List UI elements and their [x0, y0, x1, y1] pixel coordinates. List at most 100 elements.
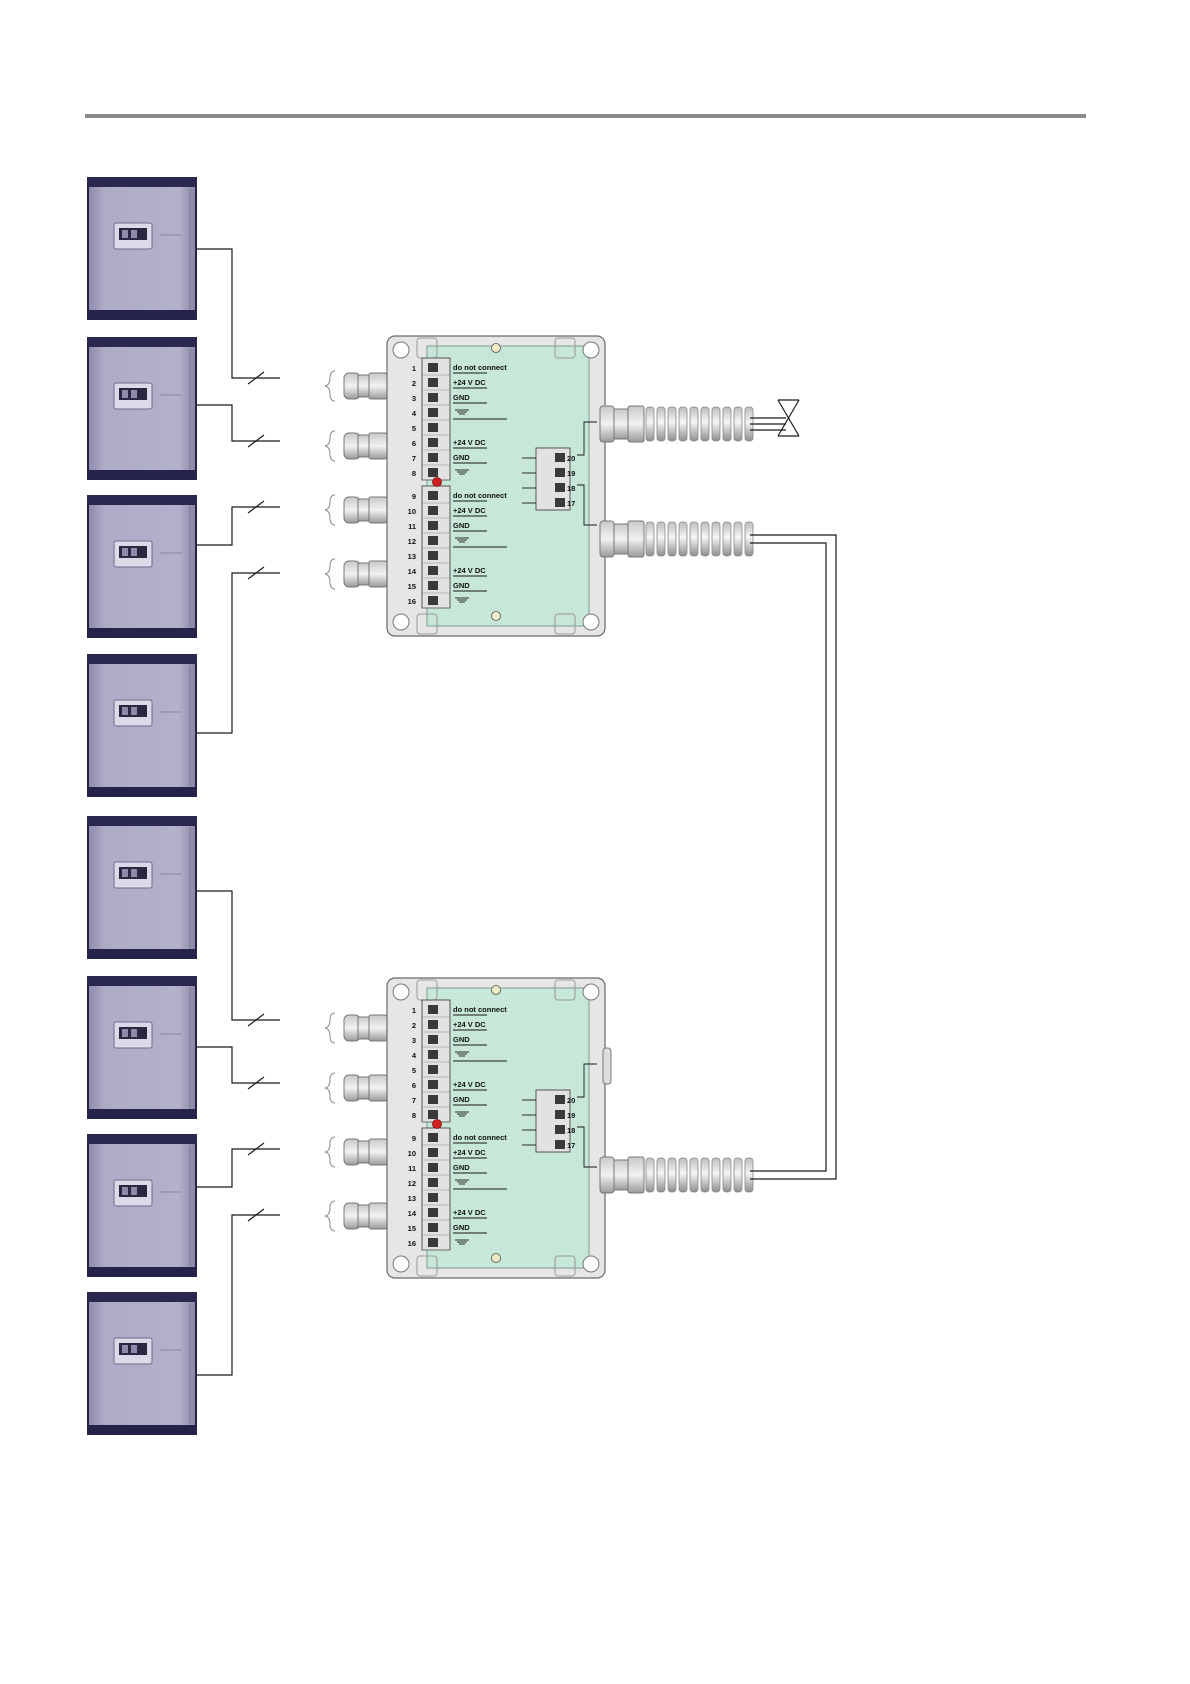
terminal-screw: [428, 1095, 438, 1104]
terminal-screw: [428, 1080, 438, 1089]
bus-terminal-number: 19: [567, 1111, 575, 1120]
screw-hole-icon: [583, 984, 599, 1000]
terminal-screw: [428, 581, 438, 590]
terminal-number: 12: [408, 1179, 416, 1188]
conduit-rib: [690, 1158, 698, 1192]
terminal-screw: [428, 1005, 438, 1014]
device-2: [87, 337, 197, 480]
terminal-screw: [428, 566, 438, 575]
conduit-rib: [745, 1158, 753, 1192]
conduit-rib: [679, 407, 687, 441]
terminal-label: +24 V DC: [453, 1208, 486, 1217]
terminal-screw: [428, 1178, 438, 1187]
device-display-segment: [122, 707, 128, 715]
cable-gland-icon: [325, 431, 387, 461]
gland-hex: [369, 497, 387, 523]
terminal-label: GND: [453, 581, 470, 590]
conduit-rib: [679, 1158, 687, 1192]
field-wire: [197, 573, 280, 733]
conduit-rib: [712, 1158, 720, 1192]
device-top-cap: [87, 976, 197, 986]
board-screw-icon: [492, 344, 501, 353]
terminal-number: 7: [412, 454, 416, 463]
conduit-rib: [668, 407, 676, 441]
device-display-segment: [122, 869, 128, 877]
terminal-label: GND: [453, 1035, 470, 1044]
bus-terminal-screw: [555, 453, 565, 462]
device-display-segment: [131, 230, 137, 238]
conduit-nut: [600, 406, 614, 442]
bus-terminal-screw: [555, 468, 565, 477]
terminal-label: do not connect: [453, 491, 507, 500]
device-6: [87, 976, 197, 1119]
bus-cable: [750, 535, 836, 1179]
gland-body: [358, 1017, 370, 1039]
terminal-label: +24 V DC: [453, 1020, 486, 1029]
conduit-rib: [668, 1158, 676, 1192]
bus-termination: [750, 400, 799, 436]
gland-body: [358, 563, 370, 585]
terminal-number: 8: [412, 469, 416, 478]
terminal-screw: [428, 521, 438, 530]
conduit-icon: [600, 406, 756, 442]
terminal-screw: [428, 468, 438, 477]
terminal-screw: [428, 363, 438, 372]
terminal-label: do not connect: [453, 1005, 507, 1014]
device-4: [87, 654, 197, 797]
device-top-cap: [87, 816, 197, 826]
terminal-number: 11: [408, 1164, 416, 1173]
bus-terminal-number: 18: [567, 484, 575, 493]
terminal-number: 16: [408, 597, 416, 606]
conduit-rib: [646, 1158, 654, 1192]
screw-hole-icon: [583, 342, 599, 358]
device-display-segment: [131, 390, 137, 398]
terminal-number: 1: [412, 1006, 416, 1015]
bus-terminal-number: 19: [567, 469, 575, 478]
field-wire: [197, 507, 280, 545]
device-display-segment: [122, 1345, 128, 1353]
conduit-collar: [614, 409, 628, 439]
device-bottom-cap: [87, 1267, 197, 1277]
terminal-label: GND: [453, 1163, 470, 1172]
terminal-number: 14: [408, 567, 417, 576]
conduit-rib: [701, 407, 709, 441]
terminal-number: 1: [412, 364, 416, 373]
field-wire: [197, 249, 280, 378]
terminal-number: 3: [412, 394, 416, 403]
conduit-rib: [712, 522, 720, 556]
conduit-rib: [701, 522, 709, 556]
terminal-number: 8: [412, 1111, 416, 1120]
conduit-rib: [646, 522, 654, 556]
terminal-number: 7: [412, 1096, 416, 1105]
field-wiring: [197, 249, 280, 1375]
conduit-rib: [657, 1158, 665, 1192]
field-wire: [197, 1215, 280, 1375]
cable-gland-icon: [325, 1013, 387, 1043]
device-bottom-cap: [87, 628, 197, 638]
terminal-label: +24 V DC: [453, 438, 486, 447]
terminal-screw: [428, 378, 438, 387]
device-display-segment: [131, 707, 137, 715]
conduit-icon: [600, 1157, 756, 1193]
conduit-nut: [600, 521, 614, 557]
conduit-rib: [690, 407, 698, 441]
cable-brace: [325, 1073, 335, 1103]
gland-body: [358, 1077, 370, 1099]
device-bottom-cap: [87, 1425, 197, 1435]
conduit-rib: [712, 407, 720, 441]
device-display-segment: [122, 230, 128, 238]
device-1: [87, 177, 197, 320]
cable-brace: [325, 1137, 335, 1167]
terminal-number: 9: [412, 492, 416, 501]
gland-body: [358, 499, 370, 521]
terminal-label: +24 V DC: [453, 1148, 486, 1157]
terminal-label: GND: [453, 393, 470, 402]
screw-hole-icon: [583, 614, 599, 630]
field-wire: [197, 405, 280, 441]
device-bottom-cap: [87, 1109, 197, 1119]
conduit-collar: [614, 1160, 628, 1190]
conduit-collar: [614, 524, 628, 554]
conduit-nut: [600, 1157, 614, 1193]
terminal-number: 14: [408, 1209, 417, 1218]
bus-terminal-screw: [555, 498, 565, 507]
